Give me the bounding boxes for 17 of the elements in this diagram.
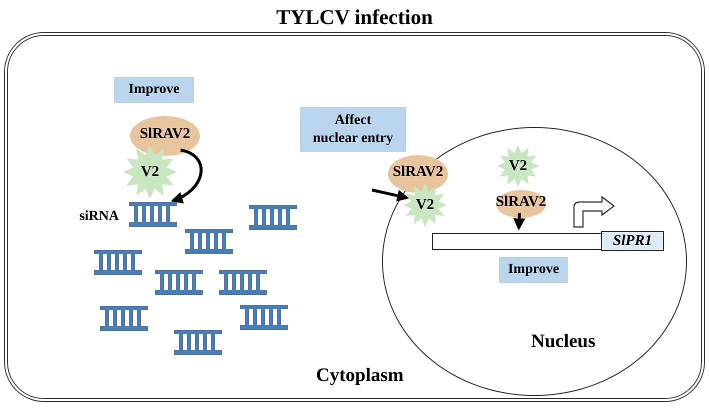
arrow: [372, 188, 410, 202]
protein-ellipse: SlRAV2: [130, 116, 200, 156]
v2-label: V2: [508, 156, 528, 176]
arrow: [170, 148, 203, 203]
nucleus-label: Nucleus: [531, 330, 596, 354]
protein-ellipse: SlRAV2: [496, 190, 546, 218]
gene-box: SlPR1: [601, 231, 664, 251]
cytoplasm-label: Cytoplasm: [316, 364, 404, 388]
diagram-title: TYLCV infection: [276, 4, 433, 31]
effect-label-box: Affect nuclear entry: [300, 107, 406, 152]
effect-label-box: Improve: [114, 77, 194, 103]
effect-label-box: Improve: [499, 257, 568, 283]
cell-outline: [4, 32, 705, 402]
arrow: [513, 212, 526, 230]
v2-label: V2: [416, 196, 434, 214]
protein-ellipse: SlRAV2: [388, 155, 448, 193]
v2-label: V2: [140, 162, 160, 182]
